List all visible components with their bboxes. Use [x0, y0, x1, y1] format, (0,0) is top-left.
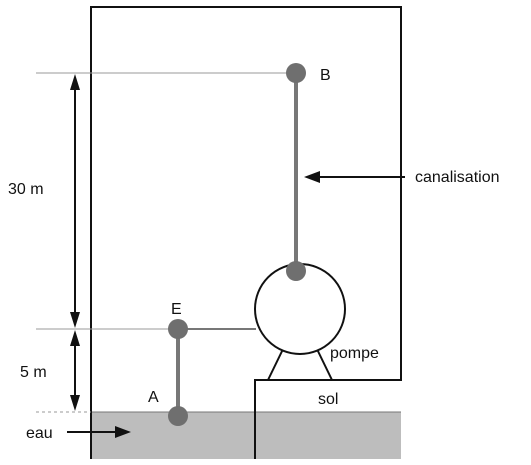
- label-point-a: A: [148, 389, 159, 406]
- label-height-5m: 5 m: [20, 364, 47, 381]
- arrow-head-30m-bottom: [70, 312, 80, 328]
- arrow-head-30m-top: [70, 74, 80, 90]
- label-height-30m: 30 m: [8, 181, 44, 198]
- node-e: [168, 319, 188, 339]
- node-pump-outlet: [286, 261, 306, 281]
- water-area: [91, 412, 401, 459]
- enclosure-outline: [90, 6, 402, 459]
- canalisation-arrow-head: [304, 171, 320, 183]
- node-b: [286, 63, 306, 83]
- label-point-e: E: [171, 301, 182, 318]
- label-eau: eau: [26, 425, 53, 442]
- label-point-b: B: [320, 67, 331, 84]
- label-sol: sol: [318, 391, 338, 408]
- label-canalisation: canalisation: [415, 169, 500, 186]
- arrow-head-5m-top: [70, 330, 80, 346]
- arrow-head-5m-bottom: [70, 395, 80, 411]
- node-a: [168, 406, 188, 426]
- label-pompe: pompe: [330, 345, 379, 362]
- eau-arrow-head: [115, 426, 131, 438]
